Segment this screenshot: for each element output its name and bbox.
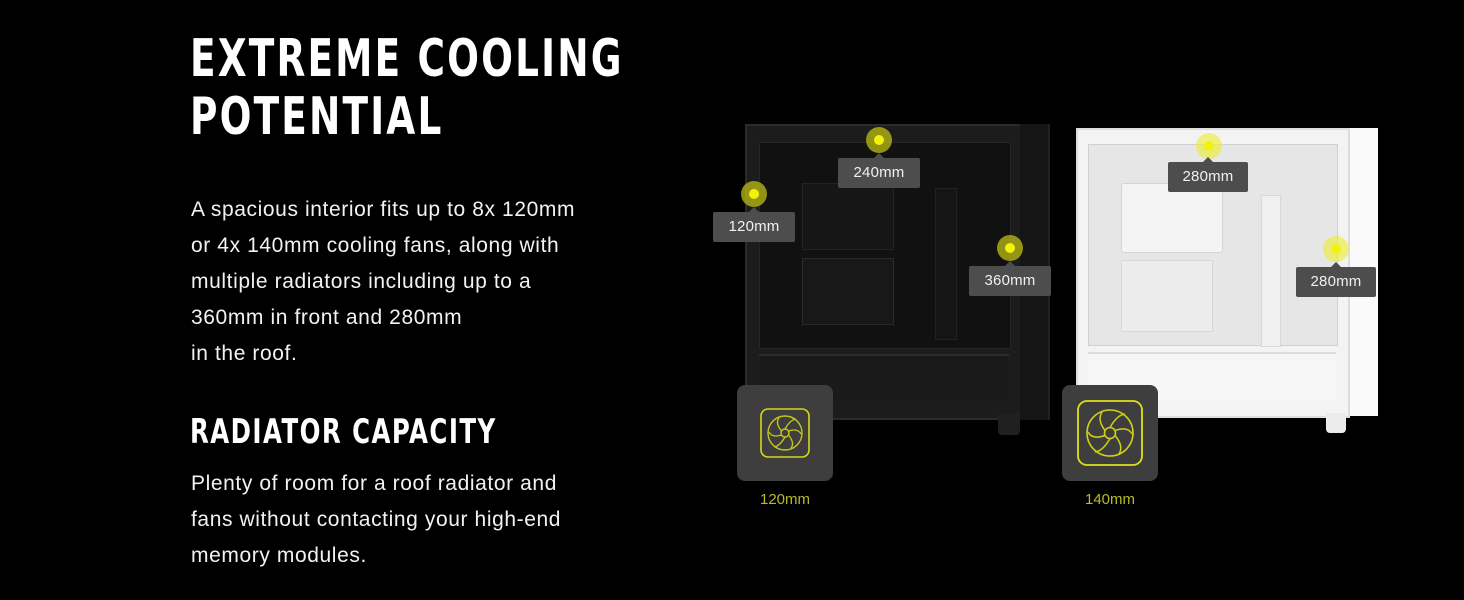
motherboard-tray	[802, 258, 894, 325]
intro-line: or 4x 140mm cooling fans, along with	[191, 234, 560, 257]
callout-roof-240: 240mm	[838, 153, 920, 188]
fan-icon	[1077, 400, 1143, 466]
case-foot	[998, 413, 1020, 435]
hotspot-pin-icon[interactable]	[997, 235, 1023, 261]
fan-120-caption: 120mm	[759, 491, 811, 508]
cable-bar	[935, 188, 957, 340]
fan-120-badge	[737, 385, 833, 481]
radiator-line: memory modules.	[191, 544, 367, 567]
fan-140-badge	[1062, 385, 1158, 481]
callout-rear-120: 120mm	[713, 207, 795, 242]
cable-bar	[1261, 195, 1281, 347]
callout-roof-280: 280mm	[1168, 157, 1248, 192]
intro-paragraph: A spacious interior fits up to 8x 120mm …	[191, 192, 651, 372]
title-line-2: POTENTIAL	[190, 87, 444, 147]
fan-icon	[760, 408, 810, 458]
fan-140-caption: 140mm	[1084, 491, 1136, 508]
page-title: EXTREME COOLING POTENTIAL	[190, 30, 624, 146]
radiator-line: Plenty of room for a roof radiator and	[191, 472, 557, 495]
title-line-1: EXTREME COOLING	[190, 29, 624, 89]
callout-front-280: 280mm	[1296, 262, 1376, 297]
cutout	[802, 183, 894, 250]
radiator-line: fans without contacting your high-end	[191, 508, 562, 531]
intro-line: multiple radiators including up to a	[191, 270, 532, 293]
cutout	[1121, 183, 1223, 253]
callout-front-360: 360mm	[969, 261, 1051, 296]
hotspot-pin-icon[interactable]	[1196, 133, 1222, 159]
radiator-capacity-paragraph: Plenty of room for a roof radiator and f…	[191, 466, 651, 574]
hotspot-pin-icon[interactable]	[1323, 236, 1349, 262]
case-foot	[1326, 413, 1346, 433]
radiator-capacity-heading: RADIATOR CAPACITY	[190, 412, 497, 452]
intro-line: 360mm in front and 280mm	[191, 306, 463, 329]
hotspot-pin-icon[interactable]	[866, 127, 892, 153]
hotspot-pin-icon[interactable]	[741, 181, 767, 207]
intro-line: in the roof.	[191, 342, 298, 365]
intro-line: A spacious interior fits up to 8x 120mm	[191, 198, 576, 221]
motherboard-tray	[1121, 260, 1213, 332]
